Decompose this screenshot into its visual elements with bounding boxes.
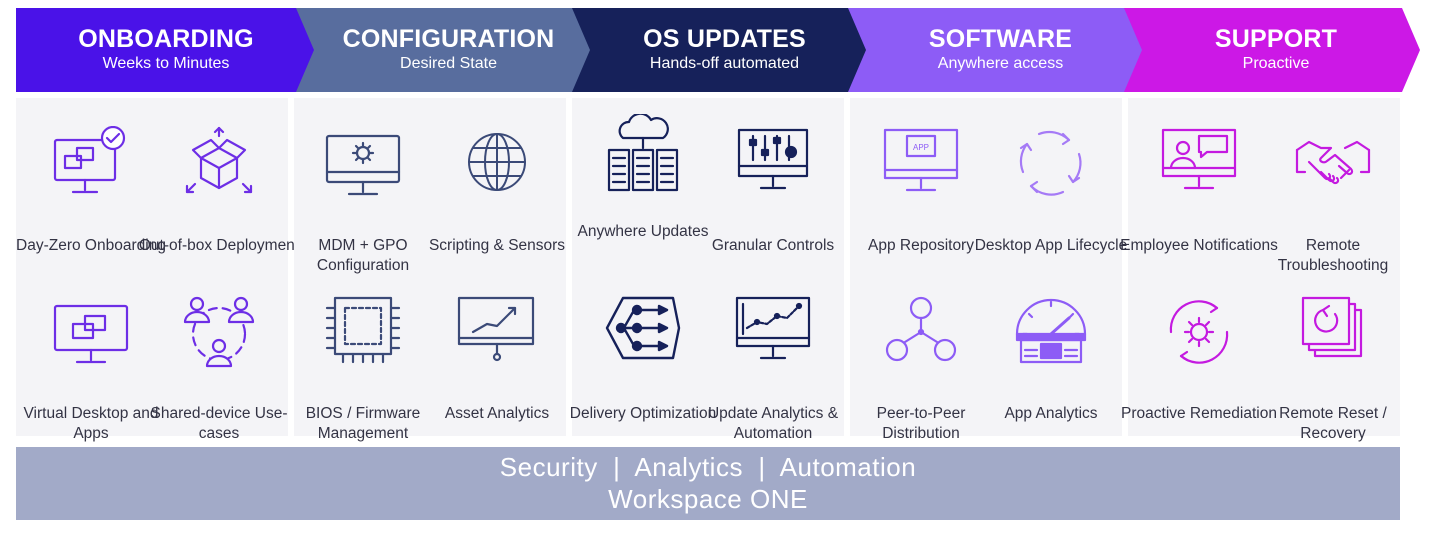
shared-users-icon — [183, 296, 255, 368]
phase-subtitle: Desired State — [400, 55, 497, 72]
item-label: BIOS / Firmware Management — [305, 405, 421, 442]
phase-subtitle: Hands-off automated — [649, 55, 800, 72]
panel-software: APP App Repository Desktop App Lifecycle… — [850, 98, 1127, 442]
item-app-analytics: App Analytics — [976, 294, 1126, 434]
app-badge-text: APP — [913, 143, 929, 152]
phase-chevron-row: ONBOARDING Weeks to Minutes CONFIGURATIO… — [16, 8, 1420, 92]
item-label: App Repository — [868, 237, 974, 254]
panel-os-updates: Anywhere Updates Granular Controls Deliv… — [570, 98, 844, 442]
panel-configuration: MDM + GPO Configuration Scripting & Sens… — [294, 98, 566, 442]
phase-subtitle: Anywhere access — [937, 55, 1064, 72]
item-label: Scripting & Sensors — [428, 237, 566, 254]
item-label: Granular Controls — [711, 237, 835, 254]
item-label: MDM + GPO Configuration — [316, 237, 410, 274]
item-proactive-remediation: Proactive Remediation — [1121, 294, 1277, 434]
handshake-icon — [1295, 140, 1371, 185]
cycle-arrows-icon — [1019, 130, 1082, 196]
item-remote-reset-recovery: Remote Reset / Recovery — [1258, 294, 1408, 442]
phase-onboarding: ONBOARDING Weeks to Minutes — [16, 8, 316, 92]
peer-network-icon — [885, 296, 957, 362]
phase-configuration: CONFIGURATION Desired State — [296, 8, 593, 92]
item-remote-troubleshooting: Remote Troubleshooting — [1258, 126, 1408, 274]
item-app-repository: APP App Repository — [846, 126, 996, 266]
item-label: Virtual Desktop and Apps — [23, 405, 159, 442]
phase-subtitle: Weeks to Minutes — [102, 55, 230, 72]
item-mdm-gpo: MDM + GPO Configuration — [288, 126, 438, 274]
phase-os-updates: OS UPDATES Hands-off automated — [572, 8, 869, 92]
item-peer-to-peer: Peer-to-Peer Distribution — [846, 294, 996, 442]
item-label: App Analytics — [1004, 405, 1098, 422]
item-label: Desktop App Lifecycle — [974, 237, 1128, 254]
stacked-reset-icon — [1301, 296, 1363, 358]
item-label: Update Analytics & Automation — [707, 405, 839, 442]
footer-pillars: Security | Analytics | Automation — [499, 452, 917, 482]
monitor-check-icon — [53, 126, 126, 194]
box-deploy-icon — [185, 126, 253, 194]
presentation-chart-icon — [457, 296, 535, 362]
item-update-analytics: Update Analytics & Automation — [698, 294, 848, 442]
item-label: Anywhere Updates — [577, 223, 709, 240]
panel-onboarding: Day-Zero Onboarding Out-of-box Deploymen… — [16, 98, 299, 442]
item-label: Employee Notifications — [1120, 237, 1278, 254]
phase-title: SOFTWARE — [928, 25, 1073, 53]
item-granular-controls: Granular Controls — [698, 126, 848, 266]
item-label: Out-of-box Deployment — [138, 237, 300, 254]
gear-cycle-icon — [1169, 300, 1229, 364]
distribution-hexagon-icon — [605, 296, 681, 360]
monitor-line-chart-icon — [735, 296, 811, 360]
monitor-sliders-icon — [737, 128, 809, 190]
workspace-one-footer: Security | Analytics | Automation Worksp… — [16, 447, 1400, 520]
phase-title: OS UPDATES — [643, 25, 806, 53]
virtual-desktop-icon — [53, 304, 129, 364]
phase-subtitle: Proactive — [1242, 55, 1310, 72]
panel-support: Employee Notifications Remote Troublesho… — [1120, 98, 1400, 442]
phase-title: CONFIGURATION — [342, 25, 555, 53]
globe-icon — [468, 133, 526, 191]
item-scripting-sensors: Scripting & Sensors — [422, 126, 572, 266]
cloud-servers-icon — [607, 114, 679, 192]
chip-icon — [325, 296, 401, 364]
item-employee-notifications: Employee Notifications — [1120, 126, 1278, 266]
item-label: Shared-device Use-cases — [150, 405, 288, 442]
item-bios-firmware: BIOS / Firmware Management — [288, 294, 438, 442]
item-anywhere-updates: Anywhere Updates — [568, 114, 718, 254]
phase-support: SUPPORT Proactive — [1124, 8, 1420, 92]
phase-title: ONBOARDING — [78, 25, 254, 53]
monitor-gear-icon — [325, 134, 401, 196]
item-desktop-app-lifecycle: Desktop App Lifecycle — [975, 126, 1127, 266]
item-label: Asset Analytics — [444, 405, 550, 422]
item-asset-analytics: Asset Analytics — [422, 294, 572, 434]
item-day-zero-onboarding: Day-Zero Onboarding — [16, 126, 166, 266]
monitor-app-icon: APP — [883, 128, 959, 192]
item-shared-device: Shared-device Use-cases — [144, 294, 294, 442]
item-label: Remote Reset / Recovery — [1279, 405, 1387, 442]
footer-product-name: Workspace ONE — [608, 484, 808, 514]
item-label: Remote Troubleshooting — [1277, 237, 1389, 274]
phase-title: SUPPORT — [1214, 25, 1338, 53]
gauge-dashboard-icon — [1015, 298, 1087, 364]
item-label: Day-Zero Onboarding — [16, 237, 166, 254]
item-delivery-optimization: Delivery Optimization — [568, 294, 718, 434]
item-virtual-desktop: Virtual Desktop and Apps — [16, 294, 166, 442]
item-label: Delivery Optimization — [569, 405, 717, 422]
phase-software: SOFTWARE Anywhere access — [848, 8, 1145, 92]
item-label: Peer-to-Peer Distribution — [876, 405, 966, 442]
item-out-of-box-deployment: Out-of-box Deployment — [139, 126, 299, 266]
monitor-chat-icon — [1161, 128, 1237, 190]
item-label: Proactive Remediation — [1121, 405, 1277, 422]
